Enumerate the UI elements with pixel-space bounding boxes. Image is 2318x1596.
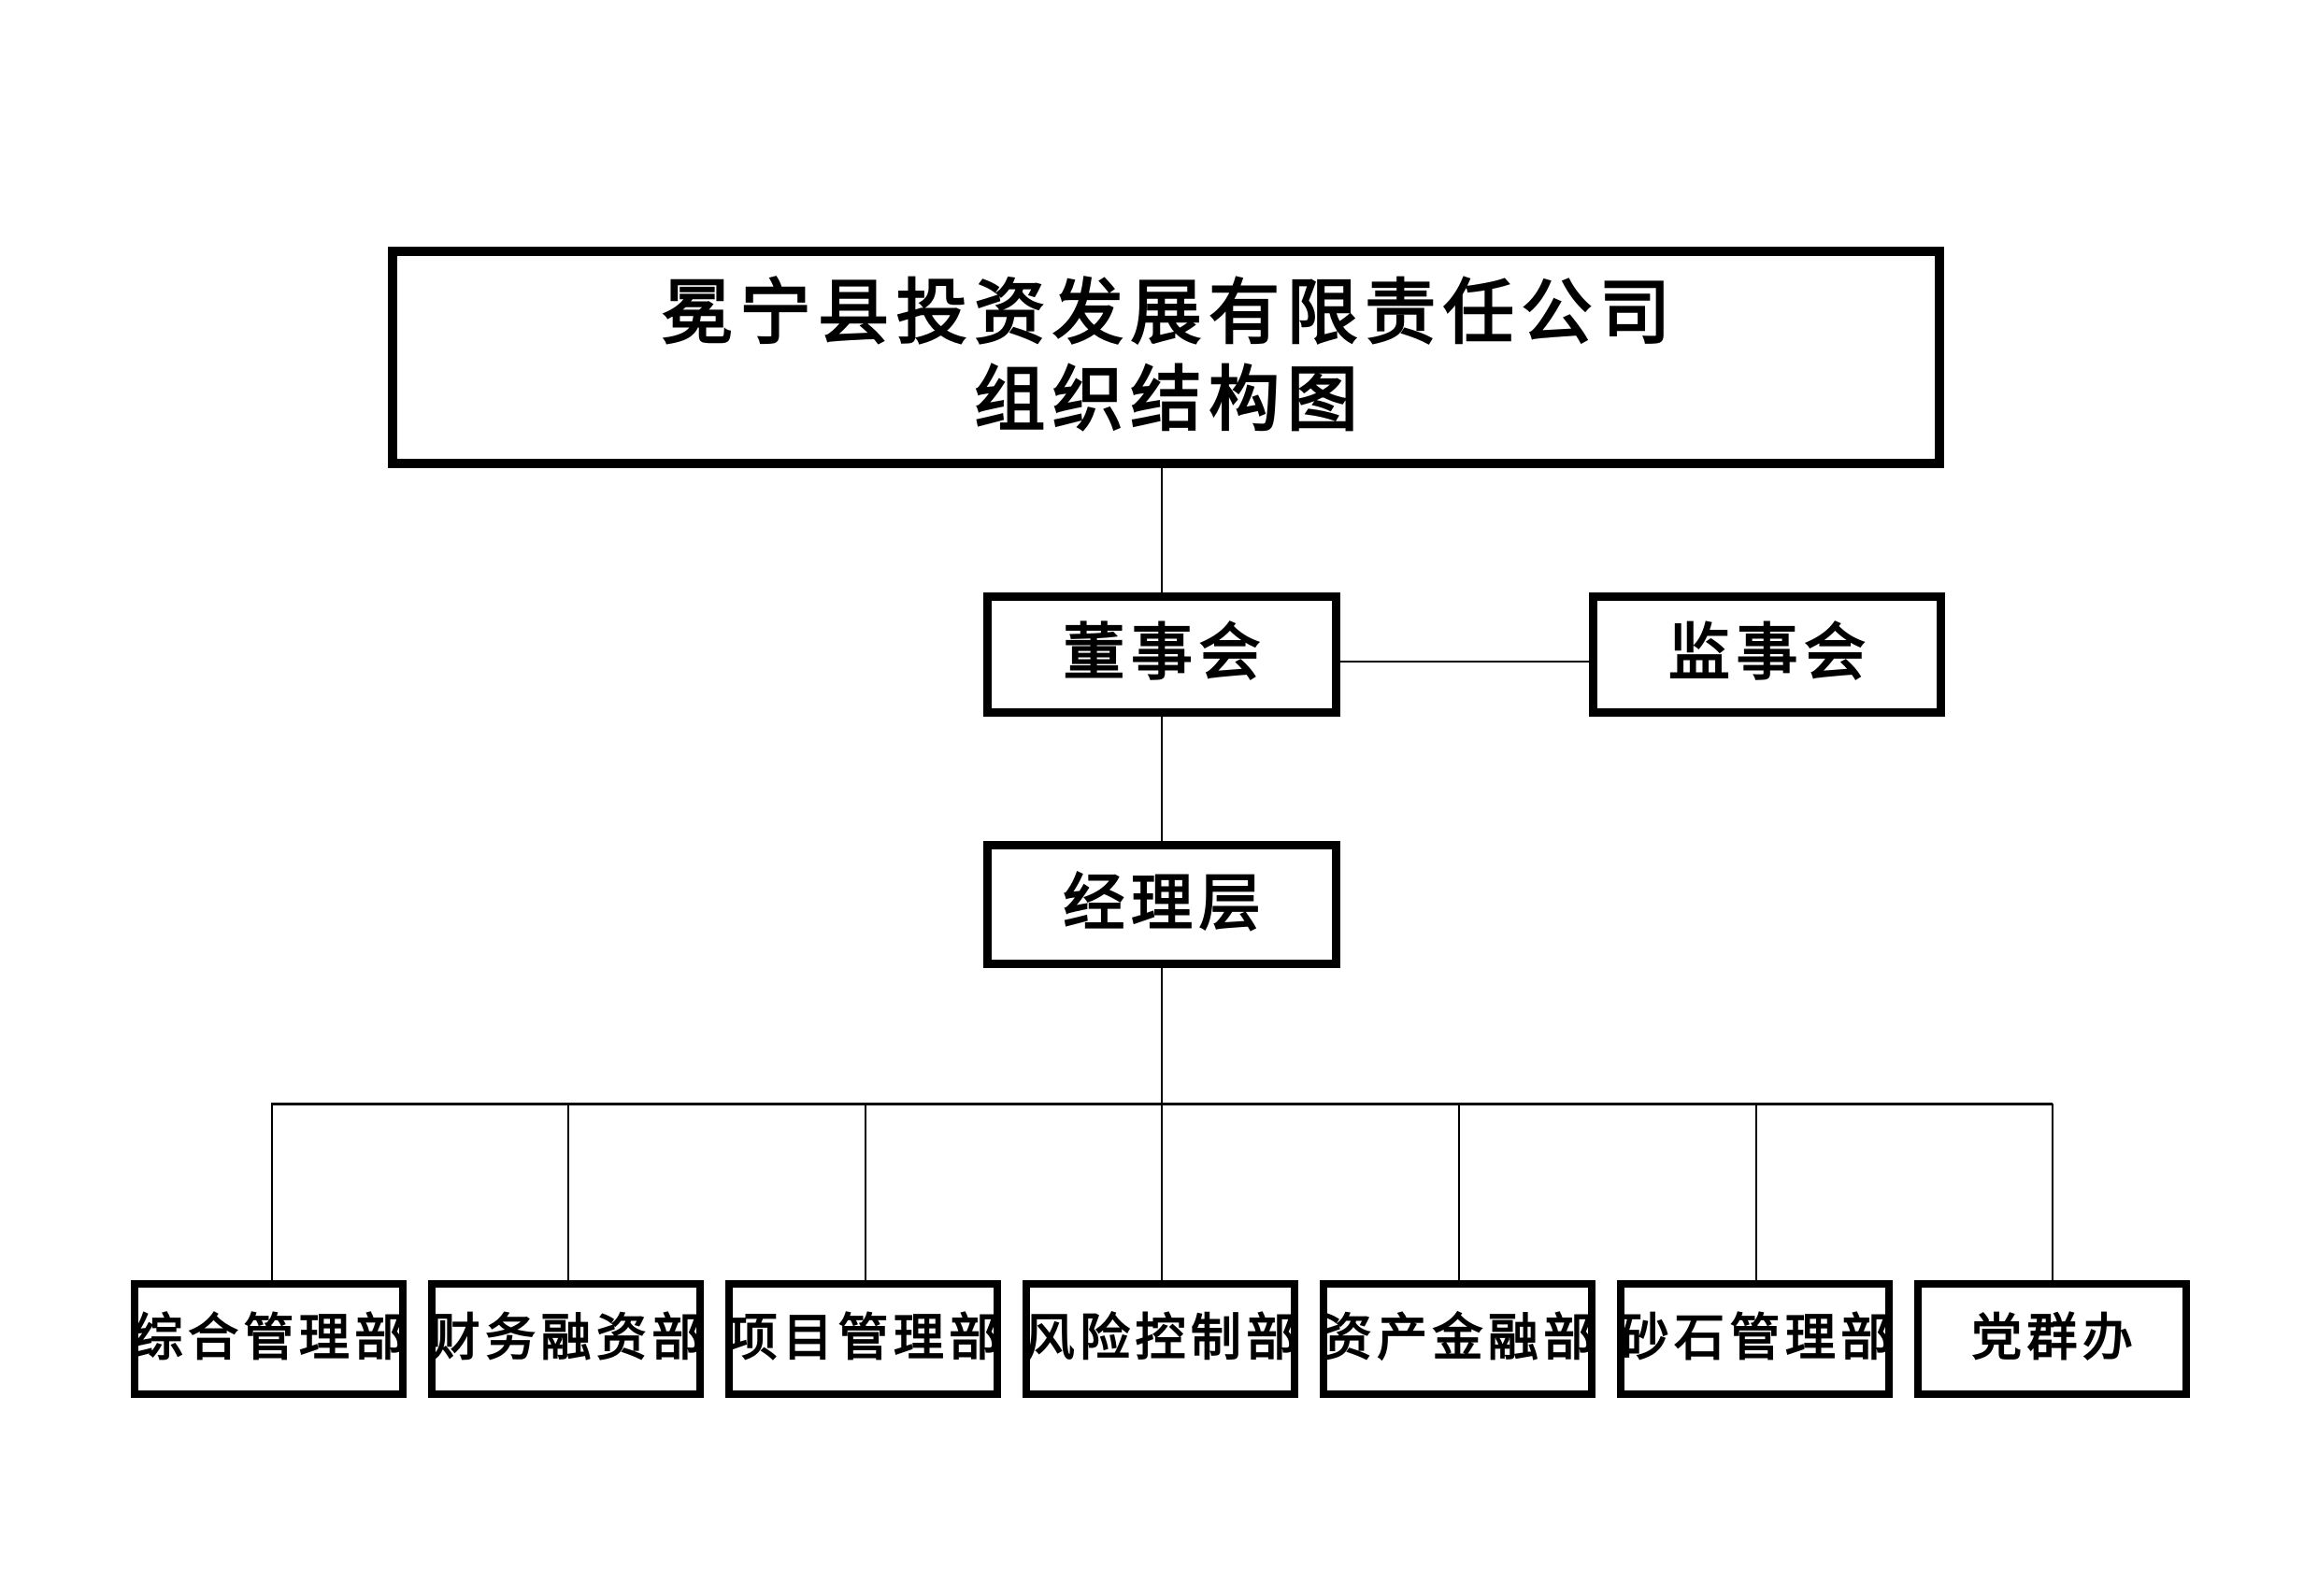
- connector-board-to-management: [1161, 716, 1163, 842]
- connector-bus-to-department-4: [1161, 1104, 1163, 1281]
- node-department-3-label: 项目管理部: [726, 1310, 1005, 1367]
- node-board-of-directors: 董事会: [983, 592, 1340, 717]
- node-management-layer-label: 经理层: [1063, 869, 1267, 938]
- node-department-5: 资产金融部: [1320, 1280, 1595, 1398]
- connector-board-to-supervisors: [1339, 661, 1590, 663]
- chart-subtitle-line: 组织结构图: [974, 361, 1366, 440]
- node-board-of-supervisors-label: 监事会: [1667, 620, 1872, 689]
- node-department-4-label: 风险控制部: [1023, 1310, 1302, 1367]
- node-department-1: 综合管理部: [131, 1280, 407, 1398]
- node-department-1-label: 综合管理部: [132, 1310, 410, 1367]
- connector-bus-to-department-2: [567, 1104, 569, 1281]
- connector-bus-to-department-1: [271, 1104, 273, 1281]
- node-department-7: 党群办: [1914, 1280, 2190, 1398]
- company-title-box: 冕宁县投资发展有限责任公司 组织结构图: [388, 247, 1944, 468]
- connector-bus-to-department-3: [865, 1104, 866, 1281]
- connector-bus-to-department-7: [2052, 1104, 2053, 1281]
- node-department-5-label: 资产金融部: [1321, 1310, 1599, 1367]
- node-department-3: 项目管理部: [725, 1280, 1001, 1398]
- node-department-2-label: 财务融资部: [429, 1310, 708, 1367]
- node-department-4: 风险控制部: [1023, 1280, 1298, 1398]
- node-department-2: 财务融资部: [428, 1280, 704, 1398]
- node-board-of-supervisors: 监事会: [1589, 592, 1945, 717]
- node-department-7-label: 党群办: [1971, 1310, 2139, 1367]
- node-department-6-label: 砂石管理部: [1618, 1310, 1896, 1367]
- connector-bus-to-department-5: [1458, 1104, 1460, 1281]
- node-board-of-directors-label: 董事会: [1063, 620, 1267, 689]
- node-department-6: 砂石管理部: [1617, 1280, 1893, 1398]
- connector-title-to-board: [1161, 468, 1163, 593]
- node-management-layer: 经理层: [983, 841, 1340, 968]
- connector-bus-to-department-6: [1755, 1104, 1757, 1281]
- connector-management-to-bus: [1161, 968, 1163, 1104]
- company-name-line: 冕宁县投资发展有限责任公司: [661, 274, 1678, 353]
